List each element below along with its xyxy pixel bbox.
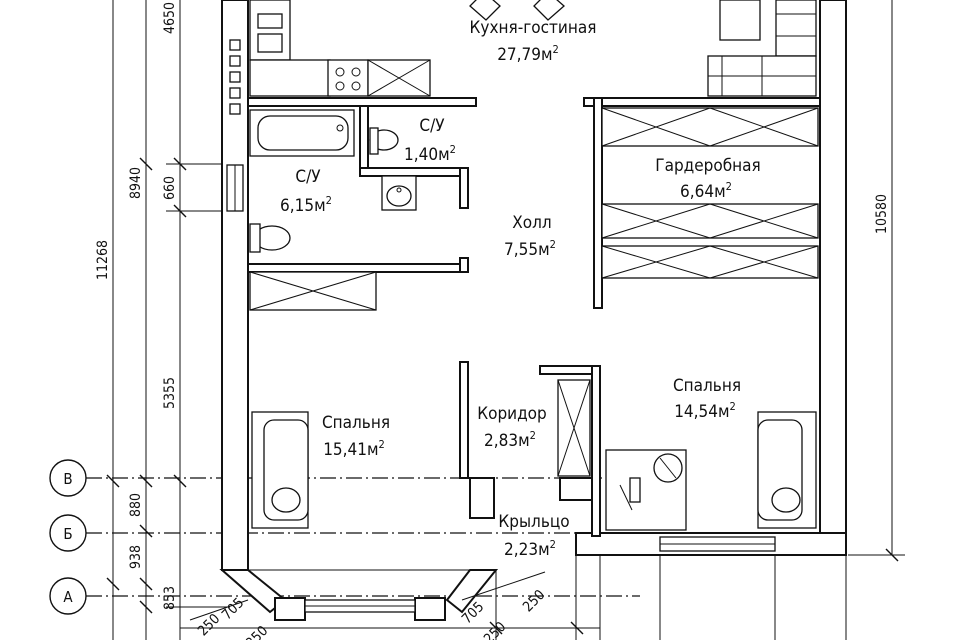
room-area-corridor: 2,83м2	[484, 429, 536, 451]
window-left-wall	[226, 164, 244, 212]
room-area-bath-small: 1,40м2	[404, 143, 456, 165]
dim-bottom-250a: 250	[195, 611, 223, 639]
left-dimension-lines	[106, 0, 230, 640]
axis-v	[49, 459, 640, 497]
room-porch: Крыльцо 2,23м2	[498, 512, 569, 560]
dim-left-880: 880	[128, 493, 144, 517]
room-bedroom-right: Спальня 14,54м2	[673, 376, 741, 422]
dim-right: 10580	[874, 194, 890, 234]
room-corridor: Коридор 2,83м2	[477, 404, 547, 451]
hall-shelf	[249, 271, 377, 311]
living-sofa	[707, 0, 817, 97]
kitchen-counter	[229, 0, 431, 115]
room-name-hall: Холл	[512, 213, 551, 233]
corridor-closet	[557, 379, 591, 477]
sink-small	[381, 175, 417, 211]
dim-left-853: 853	[162, 586, 178, 610]
toilet-small	[369, 127, 399, 155]
dim-left-outer: 11268	[95, 240, 111, 280]
room-bath-small: С/У 1,40м2	[404, 116, 456, 165]
axis-label-b: Б	[63, 525, 72, 543]
room-area-porch: 2,23м2	[504, 538, 556, 560]
window-bedroom-right	[659, 536, 776, 552]
exterior-walls	[221, 0, 847, 571]
dim-bottom-250b: 250	[520, 587, 548, 615]
room-hall: Холл 7,55м2	[504, 213, 556, 260]
axis-a	[49, 577, 640, 615]
bed-left	[251, 411, 309, 529]
dim-left-top: 4650	[162, 2, 178, 34]
right-dimension-line	[848, 0, 905, 562]
bay-window	[219, 569, 499, 621]
room-kitchen-living: Кухня-гостиная 27,79м2	[470, 18, 597, 65]
room-name-kitchen: Кухня-гостиная	[470, 18, 597, 38]
axis-label-a: А	[63, 588, 73, 606]
room-name-bedroom-right: Спальня	[673, 376, 741, 396]
dim-left-lower: 5355	[162, 377, 178, 409]
room-name-porch: Крыльцо	[498, 512, 569, 532]
room-area-kitchen: 27,79м2	[497, 43, 559, 65]
dim-left-mid: 8940	[128, 167, 144, 199]
room-area-bedroom-left: 15,41м2	[323, 438, 385, 460]
dim-bottom-705: 705	[219, 595, 247, 623]
bathtub	[249, 109, 355, 157]
room-name-wardrobe: Гардеробная	[655, 156, 760, 176]
room-wardrobe: Гардеробная 6,64м2	[655, 156, 760, 202]
wardrobe-shelves	[601, 107, 819, 279]
dim-bottom-250c: 250	[481, 619, 509, 640]
interior-walls	[247, 97, 821, 537]
room-area-wardrobe: 6,64м2	[680, 180, 732, 202]
axis-b	[49, 514, 640, 552]
toilet-large	[249, 223, 291, 253]
axis-label-v: В	[63, 470, 72, 488]
room-name-bedroom-left: Спальня	[322, 413, 390, 433]
dim-left-small: 660	[162, 176, 178, 200]
room-name-bath-large: С/У	[295, 167, 321, 187]
room-bedroom-left: Спальня 15,41м2	[322, 413, 390, 460]
dining-chairs	[469, 0, 565, 21]
room-name-corridor: Коридор	[477, 404, 547, 424]
room-area-bedroom-right: 14,54м2	[674, 400, 736, 422]
room-name-bath-small: С/У	[419, 116, 445, 136]
bottom-dimension-lines	[180, 555, 847, 640]
room-bath-large: С/У 6,15м2	[280, 167, 332, 216]
dim-bottom-250d: 250	[243, 623, 271, 640]
room-area-bath-large: 6,15м2	[280, 194, 332, 216]
desk	[605, 449, 687, 531]
dim-left-938: 938	[128, 545, 144, 569]
bed-right	[757, 411, 817, 529]
room-area-hall: 7,55м2	[504, 238, 556, 260]
